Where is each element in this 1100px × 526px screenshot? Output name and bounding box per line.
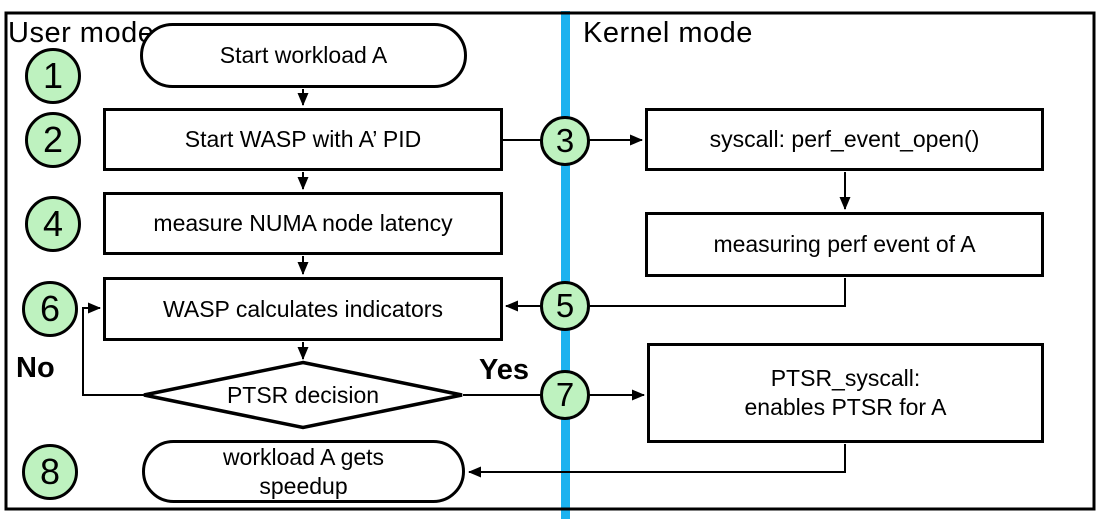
- node-start-workload: Start workload A: [140, 23, 467, 88]
- node-ptsr-syscall: PTSR_syscall: enables PTSR for A: [647, 343, 1044, 443]
- step-badge-8: 8: [22, 444, 78, 500]
- node-wasp-indicators-text: WASP calculates indicators: [163, 295, 443, 322]
- node-wasp-indicators: WASP calculates indicators: [103, 277, 503, 341]
- node-ptsr-decision-text: PTSR decision: [226, 382, 380, 408]
- kernel-mode-label: Kernel mode: [583, 17, 753, 49]
- node-workload-speedup: workload A gets speedup: [142, 440, 465, 503]
- user-mode-label: User mode: [8, 17, 155, 49]
- decision-diamond: [143, 360, 463, 430]
- step-badge-4: 4: [25, 196, 81, 252]
- outer-border: [4, 11, 1096, 511]
- node-start-workload-text: Start workload A: [219, 42, 388, 69]
- node-workload-speedup-line2: speedup: [259, 472, 348, 499]
- node-start-wasp-text: Start WASP with A’ PID: [184, 126, 422, 153]
- node-syscall-perf-text: syscall: perf_event_open(): [709, 126, 980, 153]
- node-measure-numa: measure NUMA node latency: [103, 192, 503, 255]
- node-measuring-perf: measuring perf event of A: [645, 212, 1044, 277]
- arrow-ptsr-to-speedup: [468, 444, 846, 478]
- node-ptsr-syscall-line2: enables PTSR for A: [744, 394, 947, 420]
- node-measure-numa-text: measure NUMA node latency: [153, 210, 453, 237]
- step-badge-1: 1: [25, 48, 81, 104]
- node-workload-speedup-line1: workload A gets: [222, 443, 385, 470]
- branch-yes-label: Yes: [479, 354, 529, 386]
- step-badge-5: 5: [540, 281, 590, 331]
- step-badge-2: 2: [25, 112, 81, 168]
- step-badge-3: 3: [540, 116, 590, 166]
- arrow-measuring-to-indicators: [505, 278, 846, 312]
- step-badge-7: 7: [540, 370, 590, 420]
- step-badge-6: 6: [22, 281, 78, 337]
- node-syscall-perf: syscall: perf_event_open(): [645, 108, 1044, 171]
- arrow-decision-no-loop: [82, 302, 144, 396]
- node-start-wasp: Start WASP with A’ PID: [103, 108, 503, 171]
- node-measuring-perf-text: measuring perf event of A: [713, 231, 976, 258]
- branch-no-label: No: [16, 352, 55, 384]
- node-ptsr-syscall-line1: PTSR_syscall:: [770, 365, 921, 392]
